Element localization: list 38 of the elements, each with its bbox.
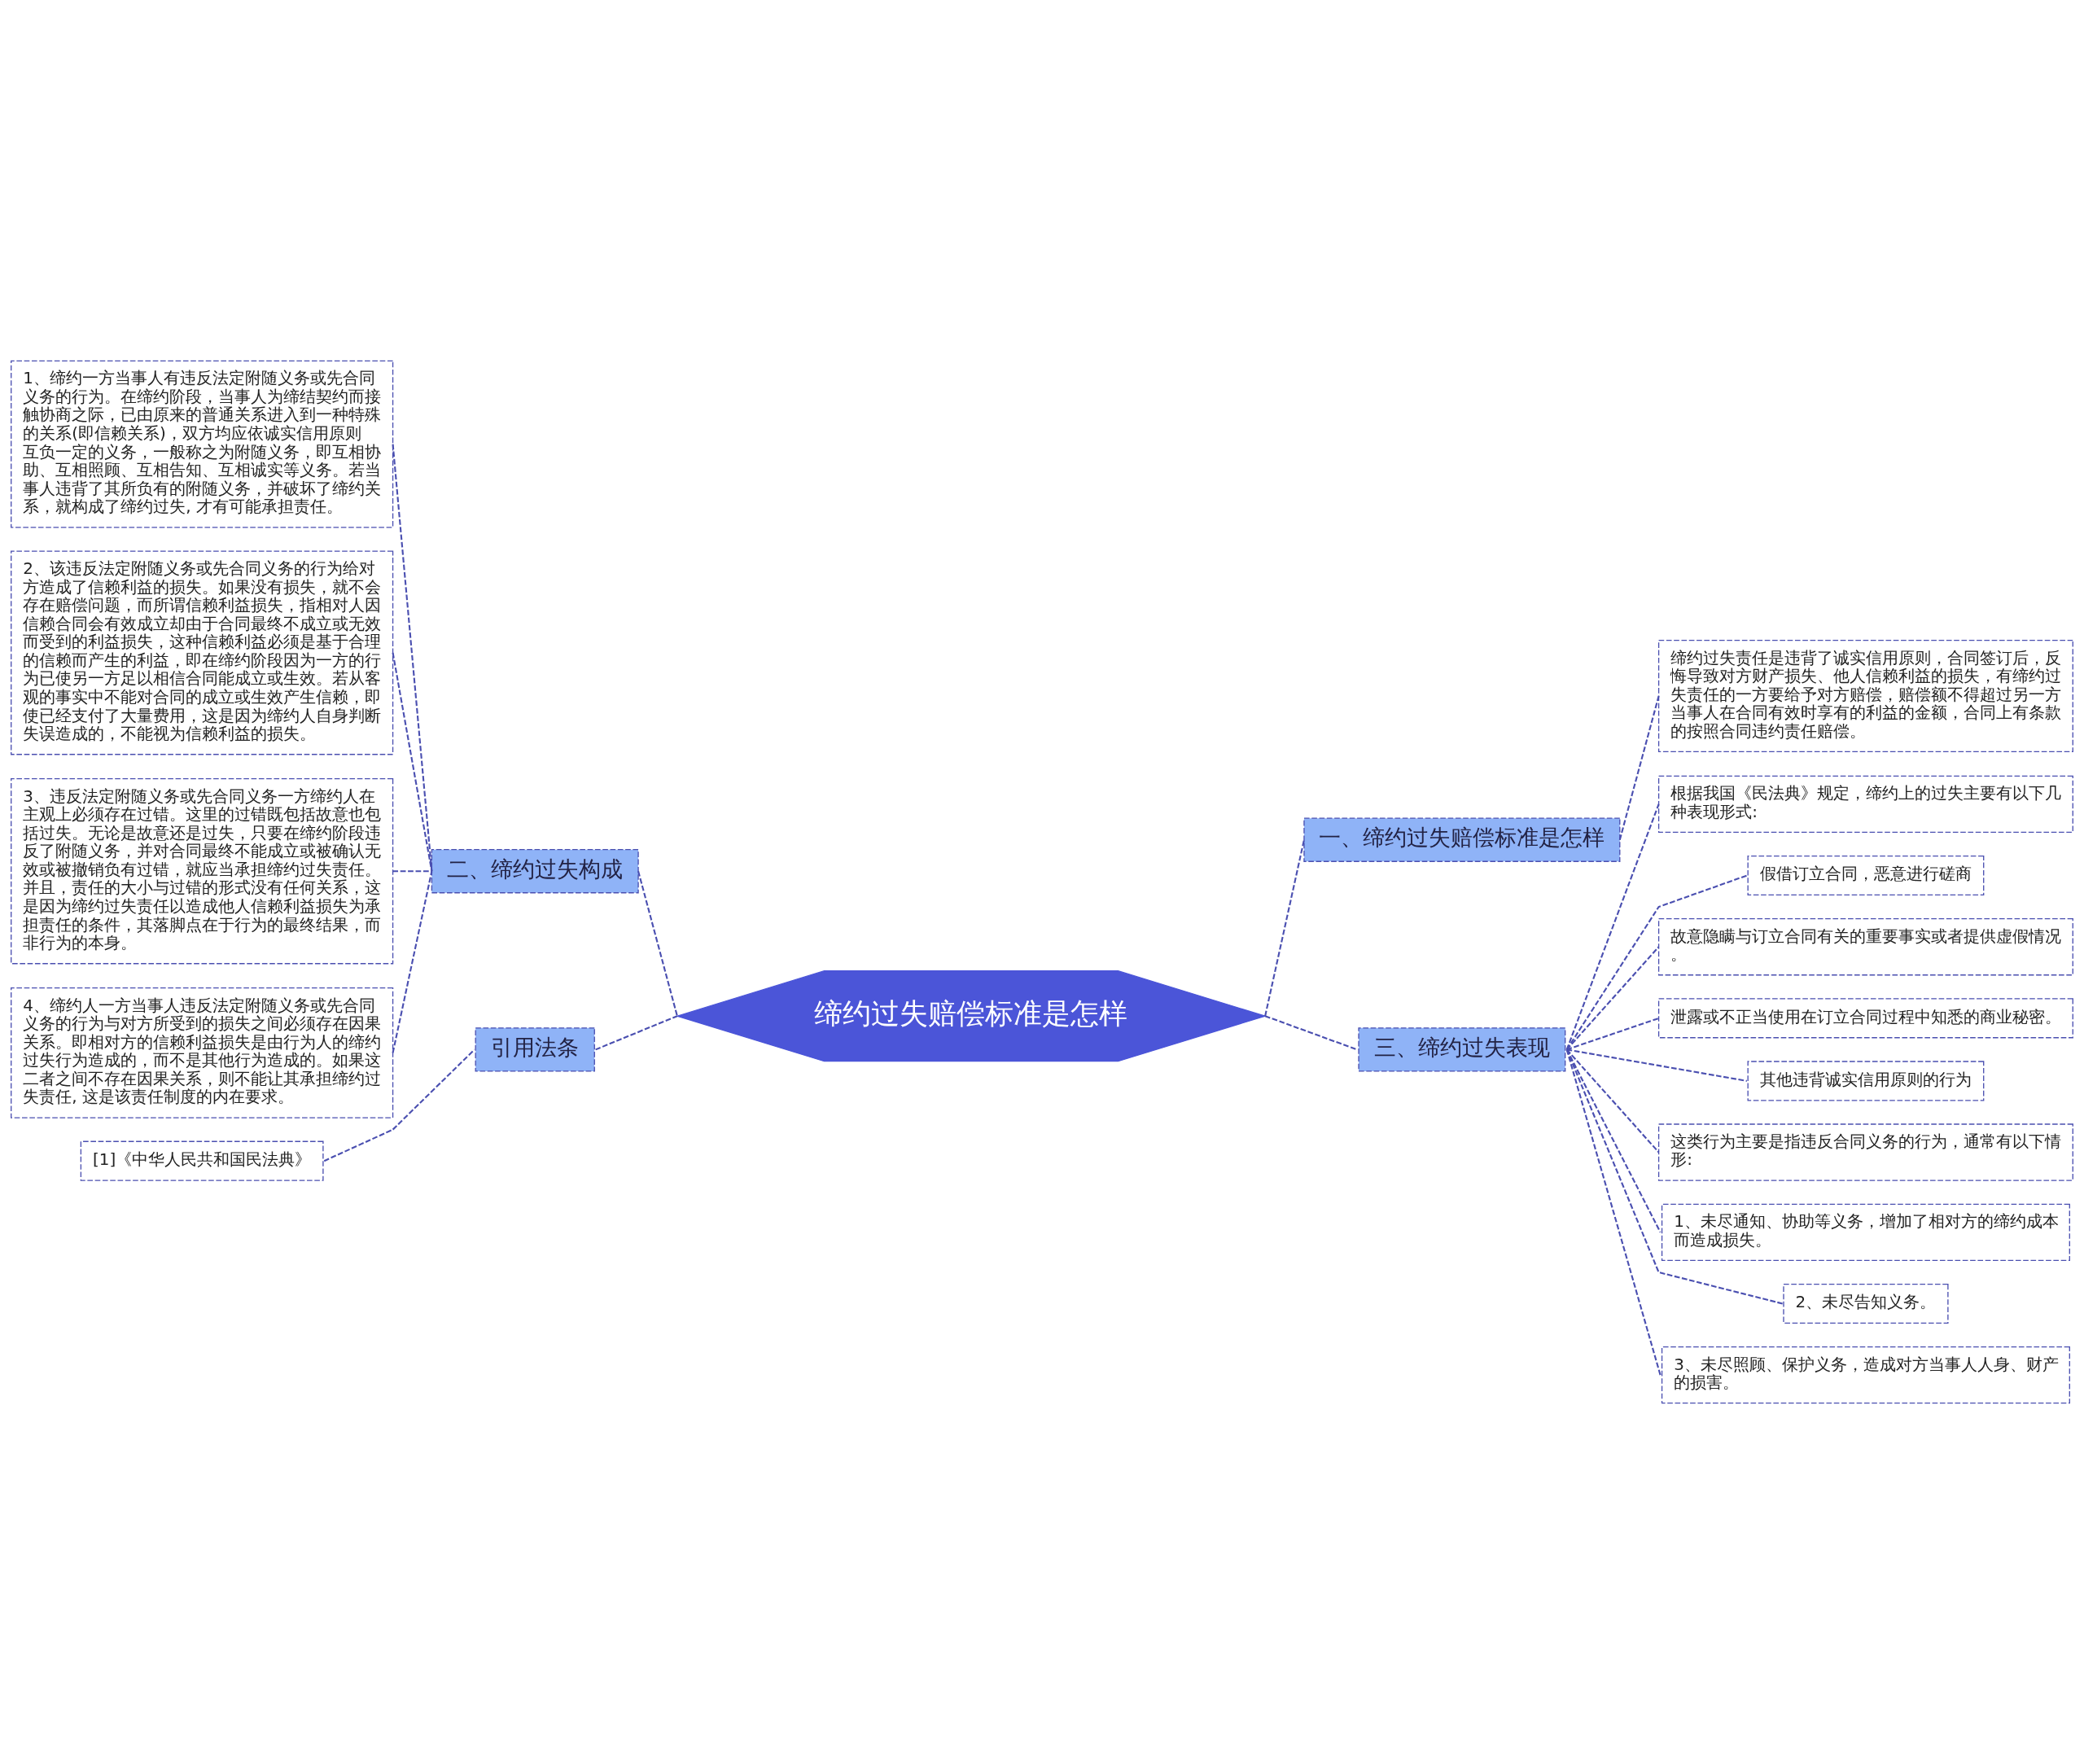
node-box: 引用法条 [475,1027,595,1072]
node-box: 2、该违反法定附随义务或先合同义务的行为给对方造成了信赖利益的损失。如果没有损失，就不会存在赔偿问题，而所谓信赖利益损失，指相对人因信赖合同会有效成立却由于合同最终不成立或无效而受到的利益损失，这种信赖利益必须是基于合理的信赖而产生的利益，即在缔约阶段因为一方的行为已使另一方足以相信合同能成立或生效。若从客观的事实中不能对合同的成立或生效产生信赖，即使已经支付了大量费用，这是因为缔约人自身判断失误造成的，不能视为信赖利益的损失。 [11,550,394,755]
node-box: 1、未尽通知、协助等义务，增加了相对方的缔约成本而造成损失。 [1661,1203,2070,1262]
connector [392,444,433,872]
node-box: 泄露或不正当使用在订立合同过程中知悉的商业秘密。 [1657,998,2073,1039]
node-box: 这类行为主要是指违反合同义务的行为，通常有以下情形: [1657,1123,2073,1181]
node-box: 根据我国《民法典》规定，缔约上的过失主要有以下几种表现形式: [1657,775,2073,834]
connector [1264,839,1305,1017]
node-box: 其他违背诚实信用原则的行为 [1747,1061,1985,1101]
node-box: 1、缔约一方当事人有违反法定附随义务或先合同义务的行为。在缔约阶段，当事人为缔结契约而接触协商之际，已由原来的普通关系进入到一种特殊的关系(即信赖关系)，双方均应依诚实信用原则互负一定的义务，一般称之为附随义务，即互相协助、互相照顾、互相告知、互相诚实等义务。若当事人违背了其所负有的附随义务，并破坏了缔约关系，就构成了缔约过失, 才有可能承担责任。 [11,360,394,528]
connector [392,870,432,873]
node-box: 3、违反法定附随义务或先合同义务一方缔约人在主观上必须存在过错。这里的过错既包括故意也包括过失。无论是故意还是过失，只要在缔约阶段违反了附随义务，并对合同最终不能成立或被确认无效或被撤销负有过错，就应当承担缔约过失责任。并且，责任的大小与过错的形式没有任何关系，这是因为缔约过失责任以造成他人信赖利益损失为承担责任的条件，其落脚点在于行为的最终结果，而非行为的本身。 [11,778,394,965]
node-box: 3、未尽照顾、保护义务，造成对方当事人人身、财产的损害。 [1661,1346,2070,1404]
connector [1565,1049,1662,1376]
node-box: [1]《中华人民共和国民法典》 [80,1140,324,1181]
node-box: 假借订立合同，恶意进行磋商 [1747,855,1985,896]
connector [1618,695,1660,840]
node-box: 二、缔约过失构成 [431,849,639,894]
connector [1566,1048,1748,1082]
node-box: 缔约过失责任是违背了诚实信用原则，合同签订后，反悔导致对方财产损失、他人信赖利益的损失，有缔约过失责任的一方要给予对方赔偿，赔偿额不得超过另一方当事人在合同有效时享有的利益的金额，合同上有条款的按照合同违约责任赔偿。 [1657,640,2073,753]
node-box: 一、缔约过失赔偿标准是怎样 [1303,817,1621,862]
node-box: 4、缔约人一方当事人违反法定附随义务或先合同义务的行为与对方所受到的损失之间必须存在因果关系。即相对方的信赖利益损失是由行为人的缔约过失行为造成的，而不是其他行为造成的。如果这二者之间不存在因果关系，则不能让其承担缔约过失责任, 这是该责任制度的内在要求。 [11,987,394,1118]
connector [1565,1048,1662,1233]
node-box: 三、缔约过失表现 [1358,1027,1566,1072]
connector [637,870,678,1017]
connector [1565,874,1748,1050]
connector [1566,1017,1659,1051]
connector [595,1015,678,1051]
connector [392,652,433,872]
node-box: 2、未尽告知义务。 [1783,1283,1949,1324]
connector [392,871,433,1053]
connector [323,1048,475,1162]
node-box: 故意隐瞒与订立合同有关的重要事实或者提供虚假情况。 [1657,918,2073,976]
connector [1565,1048,1783,1305]
connector [1565,1048,1660,1153]
connector [1264,1015,1358,1051]
connector [1565,803,1660,1050]
connector [1565,946,1660,1051]
